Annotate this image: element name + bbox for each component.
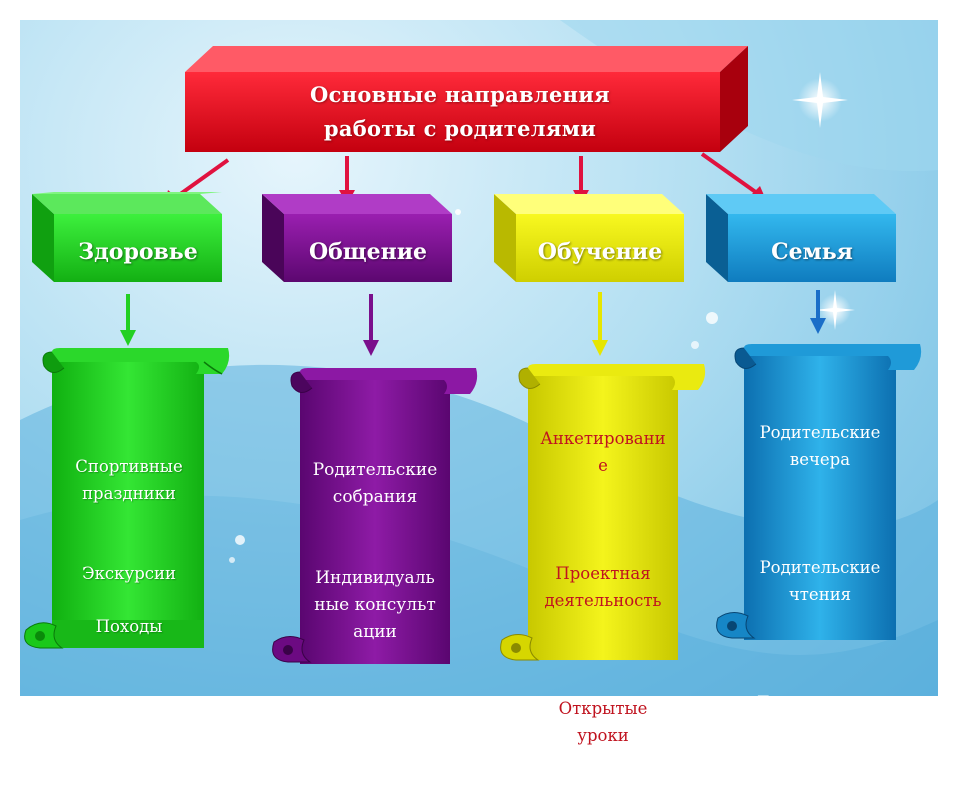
item-list-communication: Родительские собрания Индивидуальные кон… (300, 430, 450, 781)
sparkle-decorations (229, 72, 855, 563)
scroll-health (24, 348, 230, 649)
category-label-health: Здоровье (78, 239, 198, 265)
diagram-canvas: Основные направления работы с родителями… (20, 20, 938, 745)
scroll-family (716, 344, 922, 640)
list-item: Анкетирование (528, 398, 678, 506)
list-item: Родительские собрания (300, 430, 450, 538)
list-item-text: Родительские конференции (312, 703, 438, 750)
title-arrows (164, 152, 766, 206)
list-item: Родительские вечера (744, 392, 896, 500)
list-item: Походы (95, 617, 163, 636)
list-item-text: Проектная деятельность (544, 564, 662, 610)
item-list-health: Спортивные праздники Экскурсии Походы (54, 426, 204, 666)
list-item: Открытые уроки (528, 668, 678, 776)
diagram-title: Основные направления работы с родителями (190, 78, 730, 146)
category-box-health (32, 192, 222, 282)
category-box-learning (494, 194, 684, 282)
title-line-2: работы с родителями (323, 116, 597, 141)
item-list-family: Родительские вечера Родительские чтения … (744, 392, 896, 797)
list-item: Проектная деятельность (528, 533, 678, 641)
list-item-text: Родительские собрания (312, 460, 438, 507)
list-item-text: Тематические конференции (757, 693, 883, 739)
list-item: Спортивные праздники (54, 426, 204, 534)
diagram-graphics (20, 20, 938, 696)
category-box-communication (262, 194, 452, 282)
scroll-communication (272, 368, 478, 664)
list-item-text: Родительские чтения (759, 558, 881, 604)
list-item: Экскурсии (82, 564, 176, 583)
category-label-family: Семья (771, 239, 853, 265)
list-item-text: Индивидуальные консультации (314, 568, 436, 642)
list-item: Индивидуальные консультации (300, 538, 450, 673)
category-label-communication: Общение (308, 239, 428, 265)
list-item: Тематические конференции (744, 662, 896, 770)
title-box (185, 46, 748, 152)
list-item-text: Анкетирование (540, 429, 666, 475)
list-item: Родительские чтения (744, 527, 896, 635)
scroll-learning (500, 364, 706, 661)
category-label-learning: Обучение (537, 239, 663, 265)
list-item-text: Спортивные праздники (75, 457, 183, 503)
category-arrows (120, 290, 826, 356)
category-box-family (706, 194, 896, 282)
title-line-1: Основные направления (310, 82, 610, 107)
item-list-learning: Анкетирование Проектная деятельность Отк… (528, 398, 678, 803)
list-item-text: Открытые уроки (558, 699, 648, 745)
list-item-text: Родительские вечера (759, 423, 881, 469)
list-item: Родительские конференции (300, 673, 450, 781)
